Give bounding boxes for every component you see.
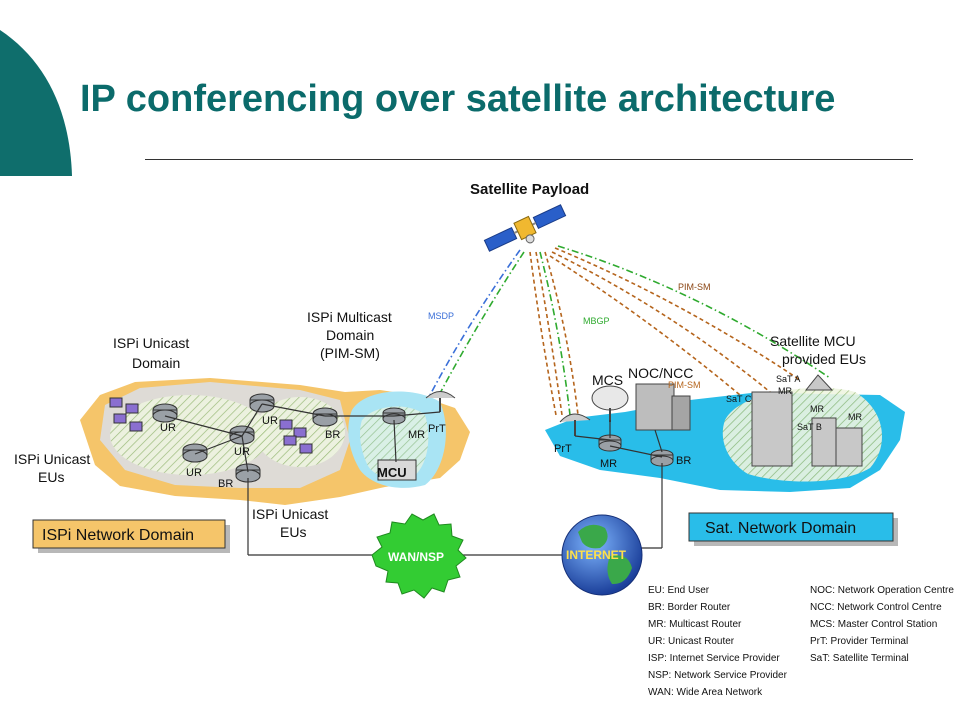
- internet-globe-icon: [561, 514, 643, 596]
- end-user-pc-icon: [293, 427, 307, 438]
- isp-network-domain-label: ISPi Network Domain: [42, 527, 194, 544]
- end-user-pc-icon: [109, 397, 123, 408]
- unicast-router-icon: [152, 403, 178, 423]
- satellite-icon: [483, 204, 567, 252]
- sat-network-domain-box: Sat. Network Domain: [688, 512, 898, 546]
- pim-sm-noc-label: PIM-SM: [668, 380, 701, 390]
- mcu-device-icon: [377, 459, 417, 481]
- isp-multicast-domain-label: ISPi Multicast Domain (PIM-SM): [307, 309, 396, 361]
- ur-label: UR: [262, 415, 278, 427]
- mbgp-link-2: [544, 251, 579, 416]
- slide-title: IP conferencing over satellite architect…: [80, 78, 836, 120]
- end-user-pc-icon: [299, 443, 313, 454]
- internet-label: INTERNET: [566, 548, 627, 562]
- legend-item: NSP: Network Service Provider: [648, 670, 788, 681]
- legend-item: SaT: Satellite Terminal: [810, 653, 909, 664]
- sat-provider-terminal-icon: [559, 413, 591, 436]
- legend-item: BR: Border Router: [648, 602, 731, 613]
- legend-right: NOC: Network Operation Centre NCC: Netwo…: [810, 585, 954, 664]
- ur-label: UR: [234, 446, 250, 458]
- pim-sm-link-label: PIM-SM: [678, 282, 711, 292]
- mcu-label: MCU: [377, 465, 407, 480]
- sat-network-domain-label: Sat. Network Domain: [705, 520, 856, 537]
- isp-prt-label: PrT: [428, 423, 446, 435]
- end-user-pc-icon: [113, 413, 127, 424]
- pim-sm-link-c: [549, 255, 741, 396]
- isp-unicast-eus-left-label: ISPi Unicast EUs: [14, 451, 94, 485]
- legend-item: UR: Unicast Router: [648, 636, 735, 647]
- isp-end-users: [109, 397, 313, 454]
- pim-sm-link-a: [554, 247, 801, 381]
- noc-ncc-label: NOC/NCC: [628, 365, 693, 381]
- legend-item: WAN: Wide Area Network: [648, 687, 763, 698]
- sat-br-label: BR: [676, 455, 691, 467]
- end-user-pc-icon: [283, 435, 297, 446]
- sat-mr-building-label: MR: [810, 404, 824, 414]
- end-user-pc-icon: [279, 419, 293, 430]
- corner-decoration: [0, 30, 72, 176]
- legend-item: NOC: Network Operation Centre: [810, 585, 954, 596]
- pim-sm-link-b: [551, 251, 771, 393]
- sat-mr-building-label: MR: [848, 412, 862, 422]
- sat-a-label: SaT A: [776, 374, 800, 384]
- noc-ncc-building-icon: [635, 383, 691, 431]
- legend-item: PrT: Provider Terminal: [810, 636, 908, 647]
- mbgp-link: [539, 251, 571, 416]
- title-underline: [145, 159, 913, 160]
- legend-item: EU: End User: [648, 585, 710, 596]
- sat-b-label: SaT B: [797, 422, 822, 432]
- unicast-router-icon: [249, 393, 275, 413]
- satellite-mcu-label: Satellite MCU provided EUs: [770, 333, 866, 367]
- end-user-pc-icon: [125, 403, 139, 414]
- sat-c-label: SaT C: [726, 394, 752, 404]
- isp-provider-terminal-icon: [425, 391, 456, 412]
- ur-label: UR: [186, 467, 202, 479]
- end-user-pc-icon: [129, 421, 143, 432]
- isp-routers: [152, 393, 406, 483]
- sat-mr-label: MR: [600, 458, 617, 470]
- isp-network-domain-box: ISPi Network Domain: [32, 519, 230, 553]
- wan-nsp-cloud-icon: [371, 513, 467, 599]
- border-router-icon: [312, 407, 338, 427]
- isp-unicast-domain-label: ISPi Unicast Domain: [113, 335, 193, 371]
- legend-item: MCS: Master Control Station: [810, 619, 937, 630]
- mcs-dish-icon: [591, 385, 629, 422]
- ur-label: UR: [160, 422, 176, 434]
- satellite-terminal-buildings-icon: [751, 374, 863, 467]
- legend-item: ISP: Internet Service Provider: [648, 653, 780, 664]
- isp-unicast-eus-bottom-label: ISPi Unicast EUs: [252, 506, 332, 540]
- isp-network-area: [80, 378, 470, 505]
- network-connections: [164, 403, 663, 556]
- msdp-link-2: [437, 251, 525, 398]
- unicast-router-icon: [182, 443, 208, 463]
- br-label: BR: [325, 429, 340, 441]
- legend-item: NCC: Network Control Centre: [810, 602, 942, 613]
- sat-border-router-icon: [650, 449, 674, 467]
- br-label: BR: [218, 478, 233, 490]
- satellite-payload-label: Satellite Payload: [470, 181, 589, 198]
- legend-item: MR: Multicast Router: [648, 619, 742, 630]
- mcs-label: MCS: [592, 372, 623, 388]
- mbgp-link-label: MBGP: [583, 316, 610, 326]
- msdp-link-label: MSDP: [428, 311, 454, 321]
- msdp-link: [429, 249, 521, 396]
- sat-mr-building-label: MR: [778, 386, 792, 396]
- isp-mr-label: MR: [408, 429, 425, 441]
- wan-nsp-label: WAN/NSP: [388, 550, 444, 564]
- legend-left: EU: End User BR: Border Router MR: Multi…: [648, 585, 788, 698]
- satellite-links: [429, 245, 831, 416]
- sat-prt-label: PrT: [554, 443, 572, 455]
